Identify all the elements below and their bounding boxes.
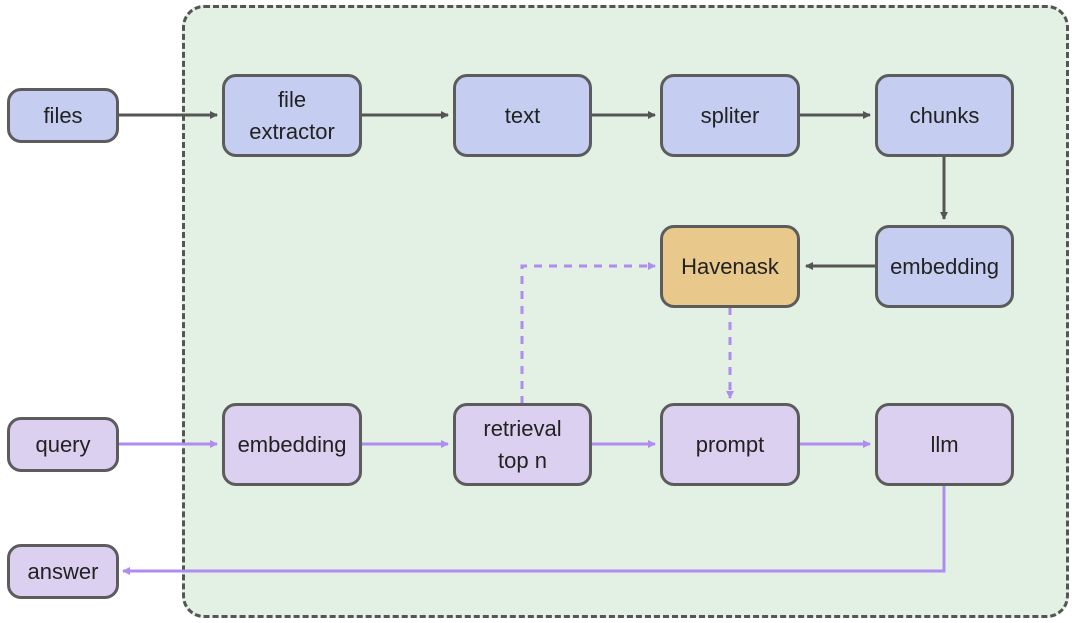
edge-llm-to-answer	[122, 484, 946, 575]
node-answer-label: answer	[27, 558, 99, 584]
node-chunks-label: chunks	[909, 102, 980, 128]
node-llm: llm	[875, 403, 1014, 486]
node-text: text	[453, 74, 592, 157]
node-retrieval-label-line2: top n	[498, 447, 547, 473]
node-file-extractor-label-line2: extractor	[249, 118, 335, 144]
node-havenask: Havenask	[660, 225, 800, 308]
node-chunks: chunks	[875, 74, 1014, 157]
node-query-label: query	[35, 431, 91, 457]
node-prompt: prompt	[660, 403, 800, 486]
edge-retrieval-to-havenask	[520, 262, 656, 404]
node-retrieval-label-line1: retrieval	[483, 415, 562, 441]
node-llm-label: llm	[930, 431, 959, 457]
node-spliter-label: spliter	[700, 102, 760, 128]
node-query: query	[7, 417, 119, 472]
node-embedding-query-label: embedding	[237, 431, 347, 457]
node-embedding-doc-label: embedding	[890, 253, 999, 279]
node-files: files	[7, 88, 119, 143]
node-embedding-doc: embedding	[875, 225, 1014, 308]
node-file-extractor-label-line1: file	[277, 86, 307, 112]
node-spliter: spliter	[660, 74, 800, 157]
node-text-label: text	[504, 102, 541, 128]
node-file-extractor: file extractor	[222, 74, 362, 157]
node-prompt-label: prompt	[695, 431, 765, 457]
node-havenask-label: Havenask	[681, 253, 779, 279]
node-embedding-query: embedding	[222, 403, 362, 486]
node-answer: answer	[7, 544, 119, 599]
node-retrieval: retrieval top n	[453, 403, 592, 486]
node-files-label: files	[43, 102, 83, 128]
